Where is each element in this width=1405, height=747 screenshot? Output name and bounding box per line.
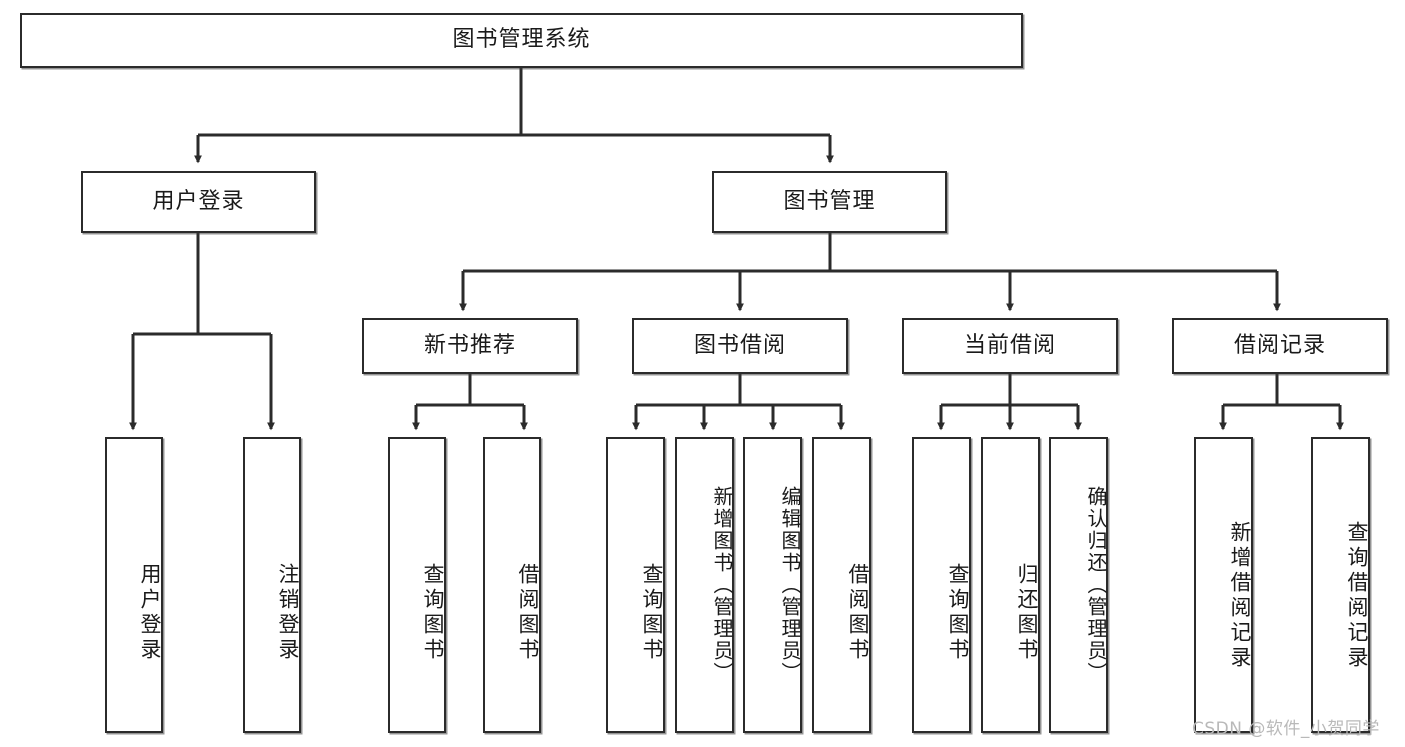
node-label: 当前借阅 bbox=[963, 332, 1056, 358]
node-borrow-records[interactable]: 借阅记录 bbox=[1172, 318, 1388, 374]
node-label: 借阅图书 bbox=[846, 563, 870, 663]
node-label: 借阅图书 bbox=[516, 563, 540, 663]
node-label: 借阅记录 bbox=[1233, 332, 1326, 358]
node-label: 图书管理系统 bbox=[452, 27, 591, 53]
leaf-user-login-login[interactable]: 用户登录 bbox=[105, 437, 163, 733]
leaf-borrow-query-book[interactable]: 查询图书 bbox=[606, 437, 665, 733]
node-label: 确认归还（管理员） bbox=[1084, 486, 1108, 684]
node-book-management[interactable]: 图书管理 bbox=[712, 171, 947, 233]
leaf-recommend-borrow-book[interactable]: 借阅图书 bbox=[483, 437, 541, 733]
leaf-records-add-record[interactable]: 新增借阅记录 bbox=[1194, 437, 1253, 733]
node-label: 查询图书 bbox=[946, 563, 970, 663]
node-book-borrow[interactable]: 图书借阅 bbox=[632, 318, 848, 374]
node-label: 归还图书 bbox=[1015, 563, 1039, 663]
node-current-borrow[interactable]: 当前借阅 bbox=[902, 318, 1118, 374]
node-label: 图书借阅 bbox=[693, 332, 786, 358]
leaf-borrow-borrow-book[interactable]: 借阅图书 bbox=[812, 437, 871, 733]
node-root-system[interactable]: 图书管理系统 bbox=[20, 13, 1023, 68]
leaf-user-login-logout[interactable]: 注销登录 bbox=[243, 437, 301, 733]
node-label: 新增借阅记录 bbox=[1228, 521, 1252, 671]
node-label: 查询借阅记录 bbox=[1345, 521, 1369, 671]
node-new-book-recommend[interactable]: 新书推荐 bbox=[362, 318, 578, 374]
node-label: 查询图书 bbox=[421, 563, 445, 663]
node-label: 用户登录 bbox=[152, 188, 245, 214]
node-label: 查询图书 bbox=[640, 563, 664, 663]
node-user-login[interactable]: 用户登录 bbox=[81, 171, 316, 233]
node-label: 编辑图书（管理员） bbox=[778, 486, 802, 684]
node-label: 注销登录 bbox=[276, 563, 300, 663]
leaf-current-query-book[interactable]: 查询图书 bbox=[912, 437, 971, 733]
leaf-current-confirm-return-admin[interactable]: 确认归还（管理员） bbox=[1049, 437, 1108, 733]
leaf-records-query-record[interactable]: 查询借阅记录 bbox=[1311, 437, 1370, 733]
node-label: 新书推荐 bbox=[423, 332, 516, 358]
leaf-borrow-edit-book-admin[interactable]: 编辑图书（管理员） bbox=[743, 437, 802, 733]
node-label: 图书管理 bbox=[783, 188, 876, 214]
leaf-borrow-add-book-admin[interactable]: 新增图书（管理员） bbox=[675, 437, 734, 733]
csdn-watermark: CSDN @软件_小贺同学 bbox=[1192, 714, 1380, 739]
leaf-current-return-book[interactable]: 归还图书 bbox=[981, 437, 1040, 733]
watermark-text: CSDN @软件_小贺同学 bbox=[1192, 719, 1380, 739]
leaf-recommend-query-book[interactable]: 查询图书 bbox=[388, 437, 446, 733]
node-label: 新增图书（管理员） bbox=[710, 486, 734, 684]
node-label: 用户登录 bbox=[138, 563, 162, 663]
